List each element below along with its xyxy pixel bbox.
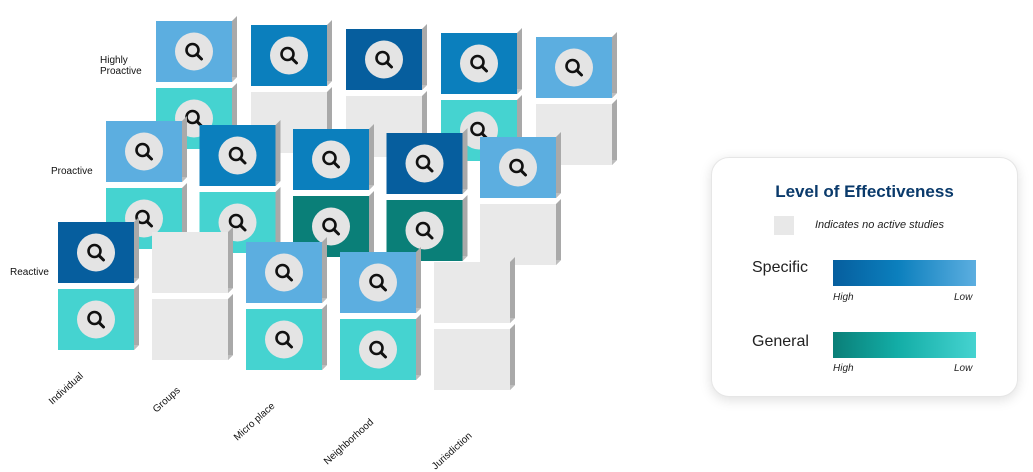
search-icon [125,132,163,171]
tile-side [462,195,468,261]
legend-title: Level of Effectiveness [775,182,954,201]
tile-side [612,32,617,98]
specific-tile-reactive-jurisdiction [434,257,515,323]
tile-side [416,314,421,380]
tile-face [434,262,510,323]
general-tile-reactive-groups [152,294,233,360]
search-icon [312,207,350,246]
specific-tile-reactive-neighborhood [340,247,421,313]
general-high-label: High [833,363,854,374]
legend-general-label: General [752,333,809,350]
tile-side [322,237,327,303]
search-icon [175,32,213,71]
tile-side [228,294,233,360]
specific-tile-reactive-groups [152,227,233,293]
search-icon [270,36,308,75]
general-tile-reactive-individual [58,284,139,350]
specific-tile-proactive-jurisdiction [480,132,561,198]
row-label-proactive: Proactive [51,166,93,177]
tile-side [462,128,468,194]
tile-side [369,191,374,257]
tile-side [556,132,561,198]
specific-tile-highly-proactive-jurisdiction [536,32,617,98]
row-label-highly-proactive: Highly Proactive [100,55,142,77]
specific-tile-highly-proactive-individual [156,16,237,82]
general-low-label: Low [954,363,973,374]
tile-side [134,217,139,283]
specific-tile-proactive-groups [199,120,281,186]
search-icon [365,40,403,79]
tile-side [556,199,561,265]
search-icon [405,144,444,183]
search-icon [265,320,303,359]
general-tile-reactive-neighborhood [340,314,421,380]
search-icon [218,136,257,175]
no-studies-swatch [774,216,794,235]
specific-gradient-bar [833,260,976,286]
search-icon [312,140,350,179]
tile-side [275,120,281,186]
tile-side [422,24,427,90]
search-icon [359,263,397,302]
legend-panel: Level of Effectiveness Indicates no acti… [711,157,1018,397]
specific-tile-highly-proactive-neighborhood [441,28,522,94]
specific-tile-highly-proactive-micro-place [346,24,427,90]
general-tile-reactive-jurisdiction [434,324,515,390]
search-icon [359,330,397,369]
specific-low-label: Low [954,292,973,303]
search-icon [77,300,115,339]
search-icon [77,233,115,272]
general-tile-proactive-jurisdiction [480,199,561,265]
specific-tile-highly-proactive-groups [251,20,332,86]
specific-tile-proactive-neighborhood [386,128,468,194]
no-studies-text: Indicates no active studies [815,219,945,231]
general-gradient-bar [833,332,976,358]
legend-specific-label: Specific [752,259,809,276]
general-tile-proactive-neighborhood [386,195,468,261]
search-icon [460,44,498,83]
tile-side [369,124,374,190]
specific-tile-proactive-micro-place [293,124,374,190]
specific-tile-reactive-micro-place [246,237,327,303]
tile-side [228,227,233,293]
search-icon [555,48,593,87]
tile-side [517,28,522,94]
search-icon [265,253,303,292]
specific-tile-proactive-individual [106,116,187,182]
specific-tile-reactive-individual [58,217,139,283]
tile-side [275,187,281,253]
tile-face [434,329,510,390]
specific-high-label: High [833,292,854,303]
tile-side [322,304,327,370]
general-tile-reactive-micro-place [246,304,327,370]
tile-side [182,116,187,182]
tile-side [510,257,515,323]
tile-side [232,16,237,82]
tile-face [152,299,228,360]
search-icon [499,148,537,187]
tile-side [134,284,139,350]
tile-face [480,204,556,265]
row-label-reactive: Reactive [10,267,49,278]
tile-side [327,20,332,86]
tile-side [416,247,421,313]
tile-face [152,232,228,293]
tile-side [612,99,617,165]
search-icon [405,211,444,250]
tile-side [510,324,515,390]
